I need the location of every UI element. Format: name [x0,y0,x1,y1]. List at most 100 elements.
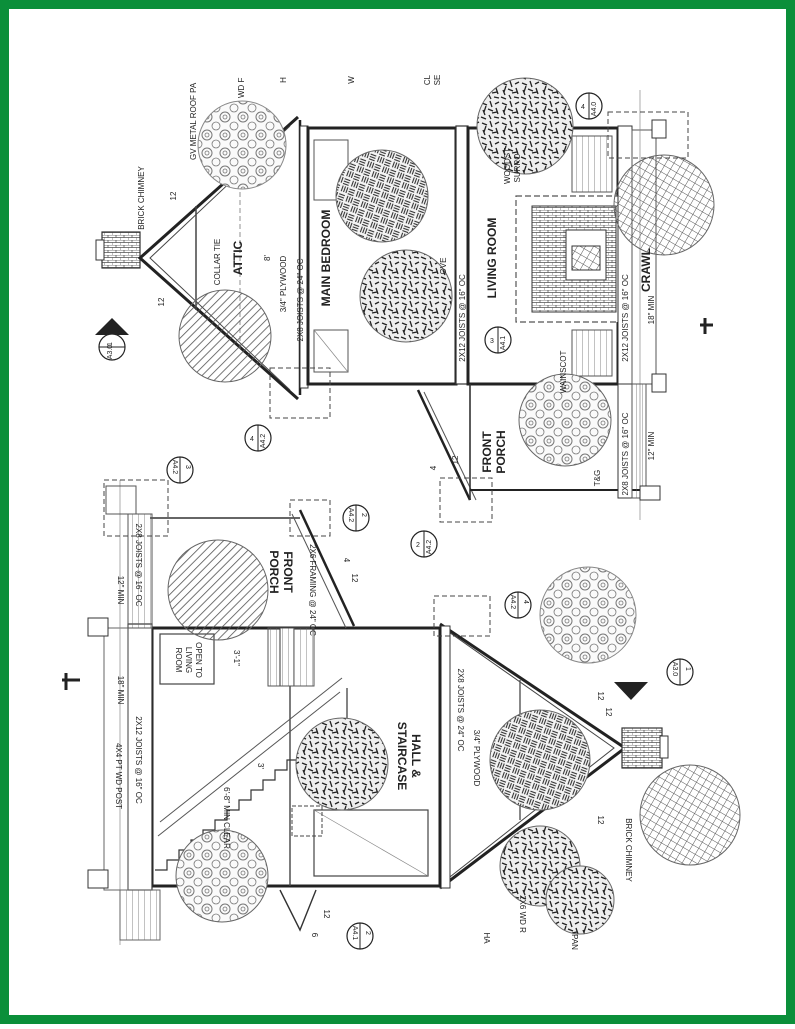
note-stair-width: 3' [256,763,265,769]
detail-callouts: 1 A3.0 4 A4.2 3 A4.1 2 A4.2 4 A4.0 [98,92,694,950]
callout-l-e-top: 2 [364,931,371,935]
note-min12: 12" MIN [647,431,656,460]
note-cl: CL [423,74,432,85]
section-cut-arrow [614,682,648,700]
note-h: H [279,77,288,83]
porch-balustrade [267,627,315,687]
room-label-front-porch-1: FRONT [281,551,295,593]
callout-u-e-top: 4 [581,104,585,111]
note-stove: OVE [439,258,448,275]
foundation-left [651,119,667,139]
detail-frame-u-e [607,111,689,159]
note-slope: 4 [342,558,351,563]
detail-frame-l-c [433,595,491,637]
note-min18: 18" MIN [647,295,656,324]
pitch-left: 12 [596,692,605,701]
porch-deck [631,383,647,499]
room-label-attic: ATTIC [231,240,245,275]
note-w: W [347,76,356,84]
detail-frame-u-d [439,477,493,523]
open-to-living-room [159,633,215,685]
note-roof-wd: WD F [237,77,246,98]
porch-roof [298,509,356,627]
porch-step [639,485,661,501]
note-porch-framing: 2X6 FRAMING @ 24" OC [308,544,317,636]
callout-l-e-bottom: A4.1 [351,926,358,941]
detail-frame-u-b [269,367,331,419]
callout-u-b-top: 4 [250,436,254,443]
material-sample-roof [197,100,287,190]
room-label-front-porch-1: FRONT [480,431,494,473]
callout-u-c-top: 3 [490,338,494,345]
door-swing [313,809,429,877]
callout-u-e-bottom: A4.0 [591,102,598,117]
room-label-main-bedroom: MAIN BEDROOM [319,210,333,307]
bedroom-door [313,329,349,373]
material-sample-floor [175,829,269,923]
wainscot-upper [571,135,613,193]
pitch-left: 12 [169,191,178,200]
note-floor-joists: 2X12 JOISTS @ 16" OC [134,716,143,804]
porch-roof-inner [291,513,347,629]
note-wainscot: WAINSCOT [559,350,568,393]
material-sample-bedroom-wall [359,249,453,343]
callout-u-e: 4 A4.0 [575,92,603,120]
woodstove-firebox [571,245,601,271]
note-crawl-joists: 2X12 JOISTS @ 16" OC [621,274,630,362]
material-sample-bedroom-floor [335,149,429,243]
chimney-body [621,727,663,769]
material-sample-hall [295,717,389,811]
note-plywood: 3/4" PLYWOOD [472,730,481,787]
room-label-living-room: LIVING ROOM [485,218,499,299]
material-sample-porch [518,373,612,467]
callout-l-b-top: 2 [360,513,367,517]
foundation-left [87,617,109,637]
note-post: 4X4 PT WD POST [114,743,123,809]
upper-section [95,77,715,520]
material-sample-crawl [613,154,715,256]
porch-steps [105,485,137,515]
room-label-front-porch-2: PORCH [267,550,281,593]
callout-u-b-bottom: A4.2 [260,434,267,449]
note-surround: SURRO [513,154,522,183]
room-label-crawl: CRAWL [639,248,653,292]
chimney-cap [95,239,105,261]
note-porch-joists: 2X8 JOISTS @ 16" OC [134,524,143,607]
note-woodstove: WOODST [503,148,512,184]
section-cut-arrow [95,318,129,335]
callout-u-c-bottom: A4.1 [500,336,507,351]
note-slope: 4 [429,465,438,470]
porch-deck [127,513,153,629]
note-min18: 18" MIN [116,676,125,705]
callout-l-a: 3 A4.2 [166,456,194,484]
note-min12: 12" MIN [116,576,125,605]
material-sample-porch [167,539,269,641]
door-detail-callout [291,805,323,837]
rear-steps [119,889,161,941]
callout-l-c-bottom: A4.2 [509,595,516,610]
detail-frame-l-b [289,499,331,537]
foundation-right [651,373,667,393]
note-plywood: 3/4" PLYWOOD [279,256,288,313]
foundation-right [87,869,109,889]
detail-frame-l-a [103,479,169,537]
rear-stoop [279,889,317,932]
callout-l-b: 2 A4.2 [342,504,370,532]
note-open-to-3: ROOM [174,648,183,673]
pitch-top: 12 [604,708,613,717]
material-sample-roof [539,566,637,664]
note-collar-tie: COLLAR TIE [213,239,222,286]
note-ht: 8' [263,255,272,261]
callout-l-d-bottom: A3.0 [671,662,678,677]
porch-roof-inner [423,391,477,501]
note-dim12: 12 [322,910,331,919]
note-attic-joists: 2X8 JOISTS @ 24" OC [296,258,305,341]
callout-l-d-top: 1 [684,667,691,671]
material-sample-attic [178,289,272,383]
note-pan: PAN [570,934,579,950]
note-dim6: 6 [310,933,319,938]
callout-u-a-top: 1 [107,342,114,346]
callout-u-c: 3 A4.1 [484,326,512,354]
